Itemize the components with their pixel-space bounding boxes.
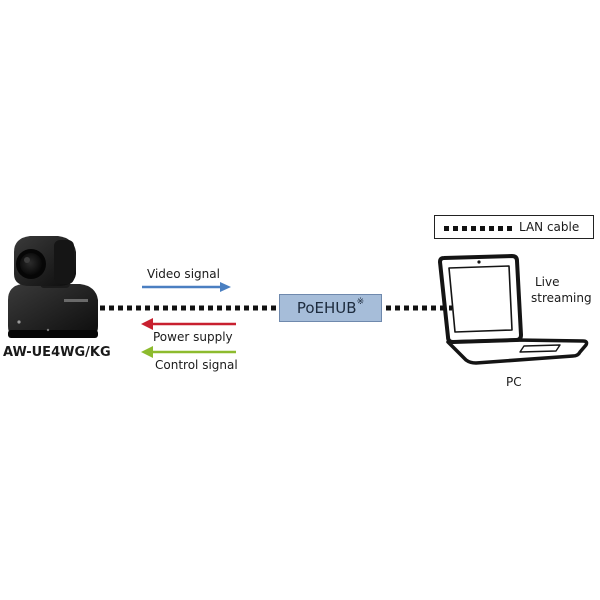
control-signal-arrow: [141, 346, 236, 358]
power-supply-arrow: [141, 318, 236, 330]
live-streaming-label-line1: Live: [535, 275, 560, 289]
camera-model-label: AW-UE4WG/KG: [3, 345, 111, 360]
poe-hub-box: PoEHUB※: [279, 294, 382, 322]
camera-icon: [8, 236, 98, 338]
poe-hub-footnote-mark: ※: [356, 297, 365, 307]
power-supply-label: Power supply: [153, 330, 233, 344]
lan-cable-legend-swatch: [444, 226, 512, 231]
control-signal-label: Control signal: [155, 358, 238, 372]
video-signal-label: Video signal: [147, 267, 220, 281]
video-signal-arrow: [142, 282, 231, 292]
laptop-icon: [438, 254, 589, 365]
live-streaming-label-line2: streaming: [531, 291, 592, 305]
lan-cable-legend-label: LAN cable: [519, 220, 580, 234]
poe-hub-label: PoEHUB: [296, 299, 357, 317]
legend-lan-cable: LAN cable: [434, 215, 594, 239]
pc-label: PC: [506, 375, 522, 389]
